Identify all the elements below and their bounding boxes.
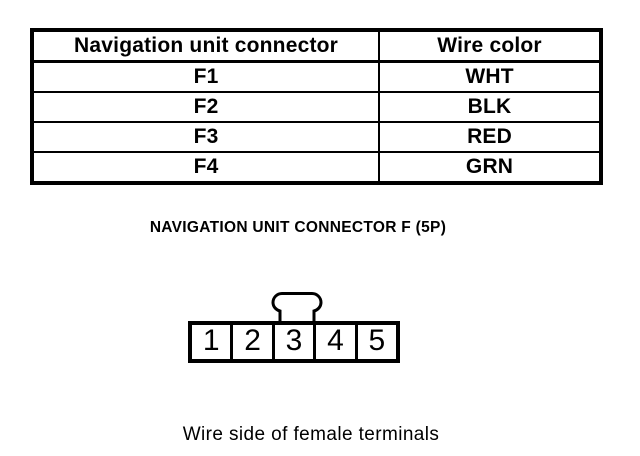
cell-terminal: F3 — [30, 121, 381, 153]
column-header-connector: Navigation unit connector — [30, 29, 381, 63]
pin-label: 2 — [244, 324, 261, 357]
column-header-wire-color: Wire color — [378, 29, 602, 63]
pin-cell-4: 4 — [316, 324, 358, 359]
pin-cell-1: 1 — [192, 324, 234, 359]
pin-label: 3 — [285, 324, 303, 357]
connector-diagram-title: NAVIGATION UNIT CONNECTOR F (5P) — [149, 219, 447, 236]
pin-cell-5: 5 — [358, 325, 396, 359]
pin-cell-3: 3 — [275, 324, 317, 359]
table-row: F1 WHT — [30, 60, 602, 93]
cell-wire-color: RED — [378, 121, 602, 153]
connector-latch-tab-icon — [271, 292, 323, 323]
cell-wire-color: GRN — [378, 151, 602, 184]
pin-label: 4 — [327, 324, 344, 357]
table-row: F3 RED — [30, 121, 602, 153]
table-header-row: Navigation unit connector Wire color — [30, 29, 602, 63]
table-row: F2 BLK — [30, 91, 602, 123]
diagram-caption: Wire side of female terminals — [182, 424, 440, 445]
connector-pinout: 1 2 3 4 5 — [188, 321, 400, 363]
wire-color-table: Navigation unit connector Wire color F1 … — [30, 28, 603, 185]
cell-terminal: F4 — [30, 151, 381, 184]
pin-label: 5 — [368, 324, 386, 357]
pin-cell-2: 2 — [233, 324, 275, 359]
table-row: F4 GRN — [30, 151, 602, 184]
cell-wire-color: WHT — [378, 60, 602, 93]
pin-label: 1 — [202, 324, 220, 357]
cell-terminal: F1 — [30, 60, 381, 93]
cell-wire-color: BLK — [378, 91, 602, 123]
cell-terminal: F2 — [30, 91, 381, 123]
